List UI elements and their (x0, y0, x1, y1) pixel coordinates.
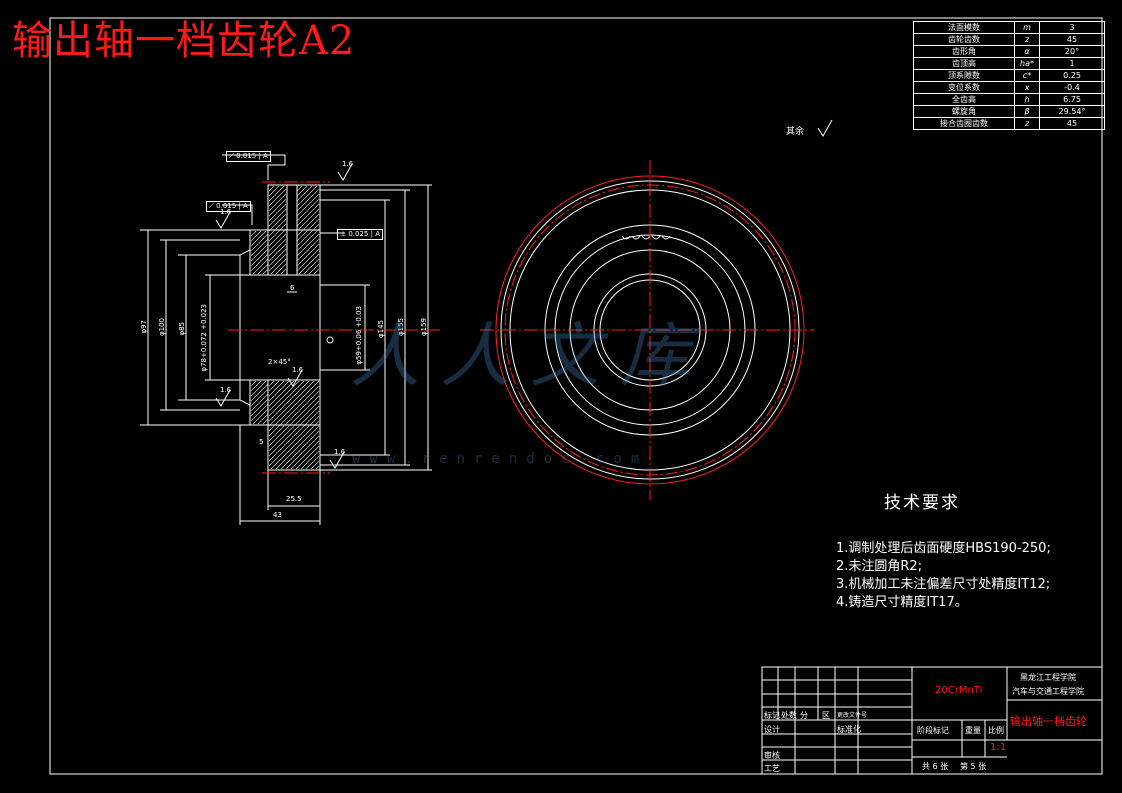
param-symbol: α (1014, 45, 1040, 58)
tech-requirement-1: 1.调制处理后齿面硬度HBS190-250; (836, 541, 1051, 556)
param-symbol: z (1014, 33, 1040, 46)
param-symbol: z (1014, 117, 1040, 130)
param-name: 全齿高 (913, 93, 1015, 106)
tech-requirement-3: 3.机械加工未注偏差尺寸处精度IT12; (836, 577, 1051, 592)
tb-sheet-no: 第 5 张 (960, 762, 987, 771)
front-view (480, 160, 815, 500)
param-value: 1 (1039, 57, 1105, 70)
param-value: -0.4 (1039, 81, 1105, 94)
param-symbol: c* (1014, 69, 1040, 82)
param-name: 变位系数 (913, 81, 1015, 94)
drawing-border (49, 17, 1103, 775)
param-name: 齿顶高 (913, 57, 1015, 70)
param-symbol: x (1014, 81, 1040, 94)
tolerance-box-3: ⊥ 0.025 | A (337, 229, 383, 240)
param-name: 齿轮齿数 (913, 33, 1015, 46)
tb-mark: 标记 (764, 711, 780, 720)
tb-stage: 阶段标记 (917, 726, 949, 735)
param-name: 接合齿圈齿数 (913, 117, 1015, 130)
tb-review: 审核 (764, 751, 780, 760)
drawing-title: 输出轴一档齿轮A2 (12, 18, 356, 64)
dim-w6: 6 (290, 284, 295, 292)
title-block (761, 666, 1103, 775)
tb-process: 工艺 (764, 764, 780, 773)
tb-scale: 1:1 (990, 742, 1007, 753)
param-symbol: h (1014, 93, 1040, 106)
param-symbol: m (1014, 21, 1040, 34)
dim-w5: 5 (259, 438, 264, 446)
param-name: 螺旋角 (913, 105, 1015, 118)
param-value: 0.25 (1039, 69, 1105, 82)
param-value: 6.75 (1039, 93, 1105, 106)
tb-qu: 区 (822, 711, 830, 720)
roughness-3: 1.6 (292, 366, 304, 374)
param-value: 3 (1039, 21, 1105, 34)
tb-approve: 标准化 (837, 725, 861, 734)
dim-d97: φ97 (140, 320, 148, 334)
roughness-5: 1.6 (334, 448, 346, 456)
param-value: 45 (1039, 33, 1105, 46)
roughness-4: 1.6 (220, 386, 232, 394)
param-value: 20° (1039, 45, 1105, 58)
tb-design: 设计 (764, 725, 780, 734)
section-centerlines (228, 181, 440, 474)
tolerance-box-2: ⟋ 0.015 | A (206, 201, 251, 212)
tech-requirement-4: 4.铸造尺寸精度IT17。 (836, 595, 968, 610)
param-name: 顶系隙数 (913, 69, 1015, 82)
dim-d100: φ100 (158, 318, 166, 336)
part-name: 输出轴一档齿轮 (1010, 715, 1087, 728)
param-symbol: β (1014, 105, 1040, 118)
param-value: 29.54° (1039, 105, 1105, 118)
dim-chamfer: 2×45° (268, 358, 291, 366)
tech-requirement-2: 2.未注圆角R2; (836, 559, 923, 574)
dim-d85: φ85 (178, 322, 186, 336)
tb-change: 更改文件号 (837, 712, 868, 719)
tech-requirements-heading: 技术要求 (884, 493, 960, 513)
tb-fen: 分 (800, 711, 808, 720)
tb-sheet-total: 共 6 张 (922, 762, 949, 771)
watermark: 人人文库 (350, 315, 710, 397)
school-name: 黑龙江工程学院 (1020, 673, 1076, 682)
param-symbol: ha* (1014, 57, 1040, 70)
dim-d78: φ78+0.072 +0.023 (200, 304, 208, 372)
param-name: 齿形角 (913, 45, 1015, 58)
tb-scale-label: 比例 (988, 726, 1004, 735)
dim-w25: 25.5 (286, 495, 302, 503)
surface-note: 其余 (786, 127, 805, 137)
roughness-1: 1.6 (342, 160, 354, 168)
watermark-url: www.renrendoc.com (352, 451, 649, 467)
section-hatching (251, 186, 319, 469)
param-name: 法面模数 (913, 21, 1015, 34)
material: 20CrMnTi (935, 685, 983, 696)
tb-weight: 重量 (965, 726, 981, 735)
section-view (140, 119, 833, 525)
department-name: 汽车与交通工程学院 (1012, 687, 1084, 696)
param-value: 45 (1039, 117, 1105, 130)
tb-count: 处数 (781, 711, 797, 720)
tolerance-box-1: ⟋ 0.015 | A (226, 151, 271, 162)
roughness-2: 1.6 (220, 208, 232, 216)
dim-w43: 43 (273, 511, 282, 519)
